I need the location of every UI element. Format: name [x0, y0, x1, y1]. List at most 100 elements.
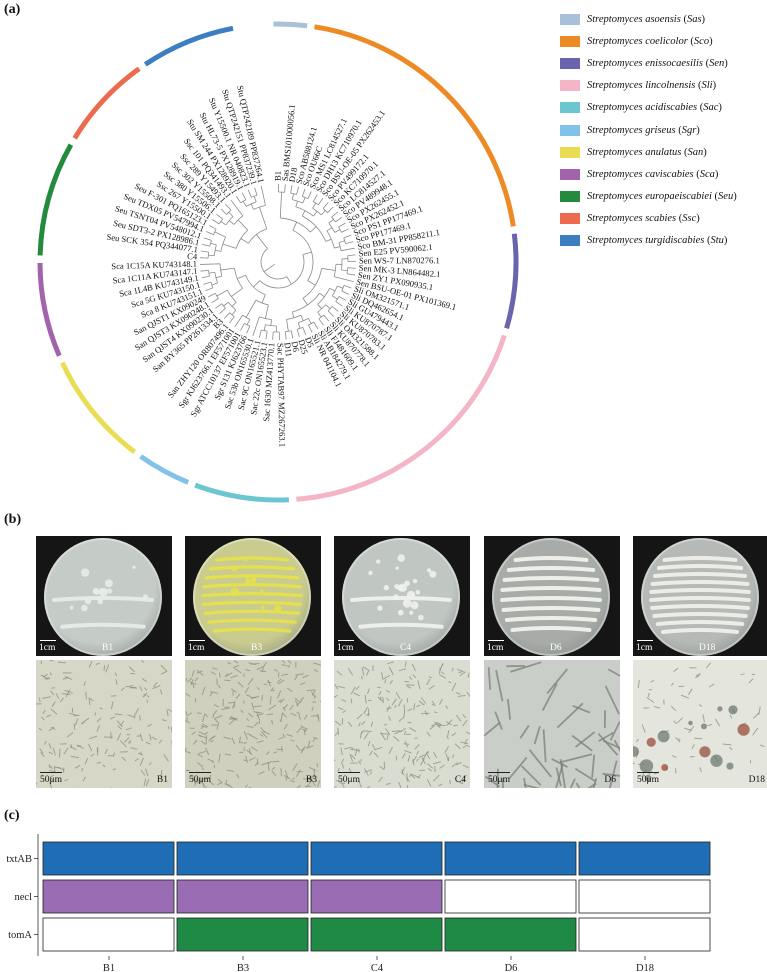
- micrograph-b3: 50μm B3: [185, 660, 321, 788]
- petri-dish: [342, 538, 460, 656]
- colony-growth: [193, 538, 311, 656]
- hyphae-texture: [484, 660, 620, 788]
- gene-label-toma: tomA: [8, 930, 32, 941]
- legend-item-sli: Streptomyces lincolnensis (Sli): [560, 75, 765, 97]
- clade-arc-sas: [273, 24, 307, 26]
- tree-leaf-label: Sac PHYTAB97 MZ267263.1: [276, 343, 288, 447]
- plate-scale-bar: [338, 640, 354, 642]
- legend-swatch: [560, 36, 580, 47]
- legend-label: Streptomyces enissocaesilis (Sen): [587, 58, 728, 69]
- legend-label: Streptomyces lincolnensis (Sli): [587, 80, 716, 91]
- legend-swatch: [560, 58, 580, 69]
- legend-swatch: [560, 235, 580, 246]
- strain-label-d6: D6: [505, 963, 518, 972]
- gene-cell-txtab-b1: [43, 842, 174, 875]
- species-legend: Streptomyces asoensis (Sas) Streptomyces …: [560, 8, 765, 252]
- legend-label: Streptomyces acidiscabies (Sac): [587, 102, 722, 113]
- plate-photo-d6: 1cm D6: [484, 536, 620, 656]
- gene-label-txtab: txtAB: [6, 854, 32, 865]
- legend-swatch: [560, 102, 580, 113]
- gene-cell-necl-b1: [43, 880, 174, 913]
- plate-scale-label: 1cm: [636, 643, 652, 653]
- colony-growth: [342, 538, 460, 656]
- gene-cell-toma-b3: [177, 918, 308, 951]
- gene-cell-necl-d18: [579, 880, 710, 913]
- micrograph-strain-label: D6: [604, 775, 616, 785]
- clade-arc-san: [62, 363, 134, 452]
- clade-arc-sgr: [141, 456, 189, 482]
- micrograph-scale-bar: [488, 772, 510, 774]
- legend-label: Streptomyces asoensis (Sas): [587, 14, 705, 25]
- legend-label: Streptomyces coelicolor (Sco): [587, 36, 713, 47]
- legend-label: Streptomyces anulatus (San): [587, 147, 707, 158]
- micrograph-scale-bar: [637, 772, 659, 774]
- plate-strain-label: D6: [550, 643, 562, 653]
- petri-dish: [641, 538, 759, 656]
- legend-item-sca: Streptomyces caviscabies (Sca): [560, 163, 765, 185]
- legend-label: Streptomyces europaeiscabiei (Seu): [587, 191, 737, 202]
- legend-label: Streptomyces griseus (Sgr): [587, 125, 700, 136]
- plate-photo-b1: 1cm B1: [36, 536, 172, 656]
- tree-branches: [200, 184, 356, 340]
- legend-label: Streptomyces caviscabies (Sca): [587, 169, 718, 180]
- petri-dish: [492, 538, 610, 656]
- plate-scale-label: 1cm: [188, 643, 204, 653]
- legend-item-sgr: Streptomyces griseus (Sgr): [560, 119, 765, 141]
- hyphae-texture: [334, 660, 470, 788]
- plate-scale-bar: [637, 640, 653, 642]
- hyphae-texture: [185, 660, 321, 788]
- micrograph-scale-bar: [189, 772, 211, 774]
- strain-label-c4: C4: [371, 963, 384, 972]
- micrograph-scale-bar: [40, 772, 62, 774]
- gene-cell-necl-b3: [177, 880, 308, 913]
- micrograph-d18: 50μmD18: [633, 660, 767, 788]
- legend-swatch: [560, 125, 580, 136]
- hyphae-texture: [633, 660, 767, 788]
- plate-scale-label: 1cm: [39, 643, 55, 653]
- gene-cell-toma-c4: [311, 918, 442, 951]
- micrograph-scale-label: 50μm: [40, 775, 62, 785]
- clade-arc-seu: [40, 145, 71, 256]
- gene-label-necl: necl: [15, 892, 33, 903]
- clade-arc-sca: [40, 263, 59, 356]
- clade-arc-sen: [507, 234, 516, 329]
- plate-scale-label: 1cm: [487, 643, 503, 653]
- micrograph-strain-label: B3: [306, 775, 317, 785]
- micrograph-strain-label: C4: [455, 775, 466, 785]
- micrograph-strain-label: B1: [157, 775, 168, 785]
- colony-growth: [492, 538, 610, 656]
- micrograph-d6: 50μm D6: [484, 660, 620, 788]
- plate-scale-bar: [40, 640, 56, 642]
- micrograph-scale-label: 50μm: [189, 775, 211, 785]
- petri-dish: [44, 538, 162, 656]
- legend-swatch: [560, 80, 580, 91]
- petri-dish: [193, 538, 311, 656]
- plate-scale-bar: [488, 640, 504, 642]
- micrograph-scale-bar: [338, 772, 360, 774]
- plate-strain-label: D18: [699, 643, 715, 653]
- legend-item-san: Streptomyces anulatus (San): [560, 141, 765, 163]
- plate-scale-bar: [189, 640, 205, 642]
- gene-cell-necl-d6: [445, 880, 576, 913]
- legend-item-sas: Streptomyces asoensis (Sas): [560, 8, 765, 30]
- micrograph-scale-label: 50μm: [488, 775, 510, 785]
- micrograph-strain-label: D18: [749, 775, 765, 785]
- micrograph-scale-label: 50μm: [338, 775, 360, 785]
- legend-label: Streptomyces turgidiscabies (Stu): [587, 235, 727, 246]
- legend-swatch: [560, 213, 580, 224]
- legend-label: Streptomyces scabies (Ssc): [587, 213, 700, 224]
- legend-item-seu: Streptomyces europaeiscabiei (Seu): [560, 186, 765, 208]
- plate-strain-label: B1: [102, 643, 113, 653]
- gene-cell-toma-b1: [43, 918, 174, 951]
- strain-label-d18: D18: [636, 963, 654, 972]
- gene-cell-necl-c4: [311, 880, 442, 913]
- strain-label-b1: B1: [103, 963, 115, 972]
- legend-swatch: [560, 169, 580, 180]
- legend-item-sco: Streptomyces coelicolor (Sco): [560, 30, 765, 52]
- micrograph-b1: 50μm B1: [36, 660, 172, 788]
- legend-item-sen: Streptomyces enissocaesilis (Sen): [560, 52, 765, 74]
